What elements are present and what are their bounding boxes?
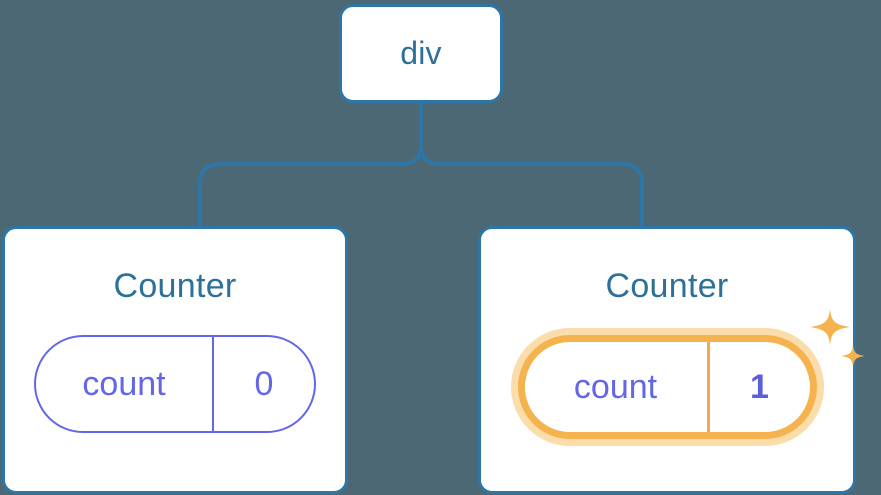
connector-branch-left xyxy=(198,144,423,228)
node-counter-right[interactable]: Counter count 1 xyxy=(478,226,865,494)
state-key-label: count xyxy=(82,365,166,403)
state-key-label: count xyxy=(573,368,658,406)
state-pill-wrapper-highlighted: count 1 xyxy=(517,309,865,439)
sparkle-large-icon xyxy=(809,309,850,345)
card-title: Counter xyxy=(113,267,237,305)
node-counter-left[interactable]: Counter count 0 xyxy=(2,226,348,494)
state-pill-wrapper: count 0 xyxy=(34,335,316,433)
connector-branch-right xyxy=(419,144,644,228)
node-root-div[interactable]: div xyxy=(339,4,503,103)
root-node-label: div xyxy=(400,35,442,71)
card-title: Counter xyxy=(605,267,729,305)
state-value-label: 1 xyxy=(706,342,810,432)
state-pill[interactable]: count 0 xyxy=(34,335,316,433)
state-value-label: 0 xyxy=(212,337,314,431)
state-pill-highlighted[interactable]: count 1 xyxy=(517,335,817,439)
